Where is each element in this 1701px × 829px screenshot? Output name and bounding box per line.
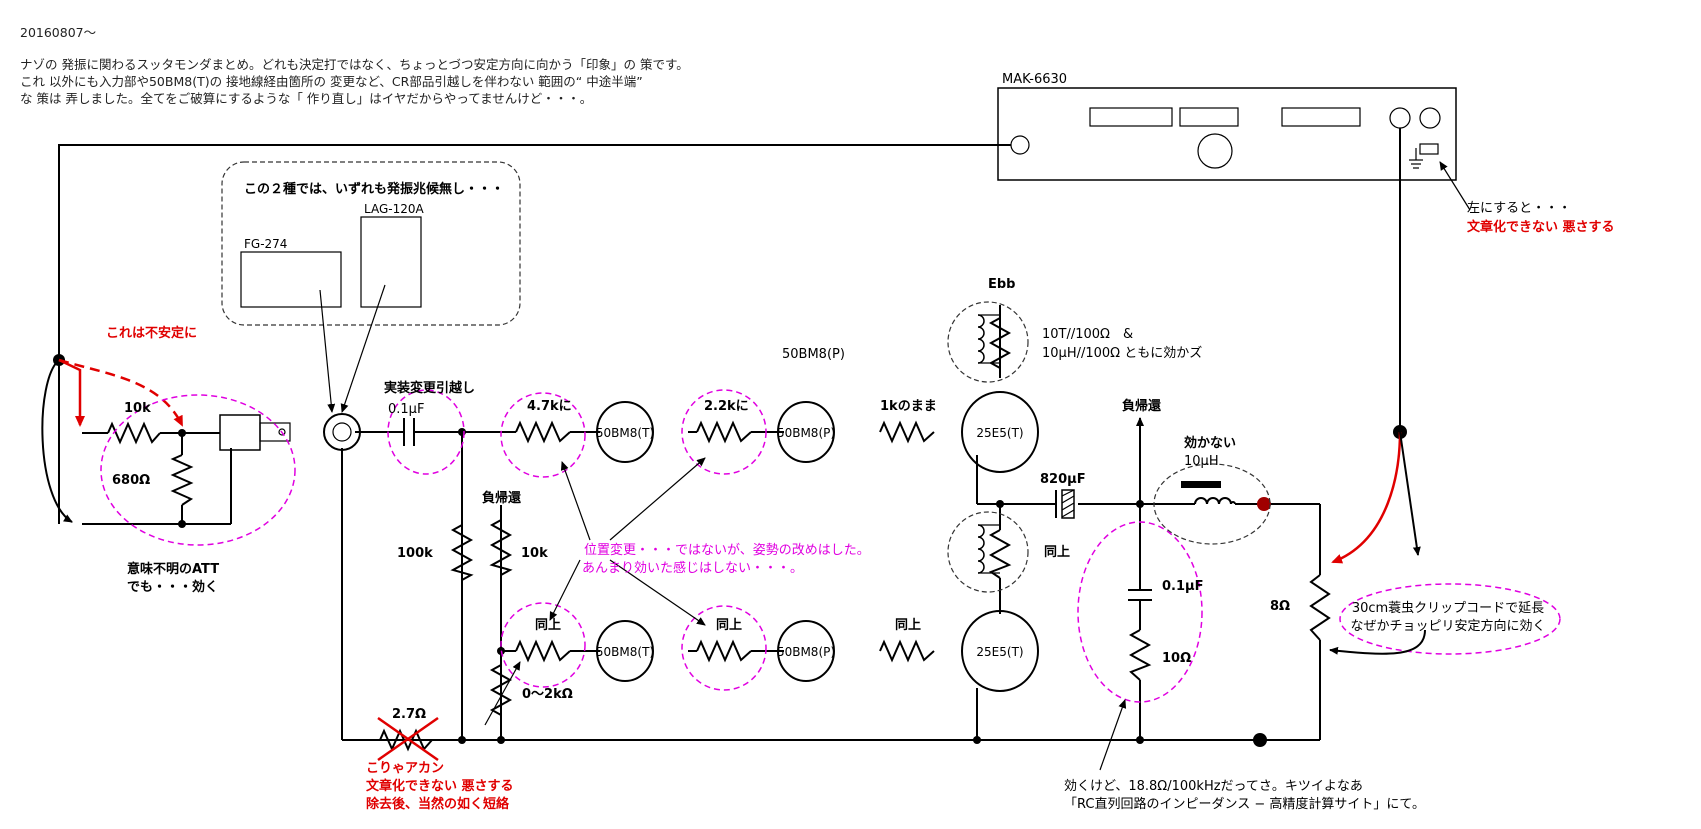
r-grid-label: 100k <box>397 546 433 561</box>
zobel-note-1: 効くけど、18.8Ω/100kHzだってさ。キツイよなあ <box>1064 779 1363 794</box>
position-note-1: 位置変更・・・ではないが、姿勢の改めはした。 <box>584 542 870 558</box>
tube-t1-label: 50BM8(T) <box>596 426 654 440</box>
plug-icon <box>219 414 291 451</box>
att-highlight <box>100 394 296 546</box>
resistors <box>107 317 1331 752</box>
att-note-1: 意味不明のATT <box>127 561 219 577</box>
summary-line-1: ナゾの 発振に関わるスッタモンダまとめ。どれも決定打ではなく、ちょっとづつ安定方… <box>20 57 689 72</box>
tube-p2-label: 50BM8(P) <box>777 645 835 659</box>
top-r1-label: 4.7kに <box>527 399 572 414</box>
capacitors <box>403 418 1152 601</box>
bot-r1-label: 同上 <box>535 618 561 633</box>
move-note: 実装変更引越し <box>384 380 475 396</box>
vr-label: 0〜2kΩ <box>522 687 573 702</box>
bad-note-3: 除去後、当然の如く短絡 <box>366 796 510 812</box>
bad-note-2: 文章化できない 悪さする <box>366 778 514 794</box>
clip-note-1: 30cm蓑虫クリップコードで延長 <box>1352 601 1544 616</box>
zobel-c-label: 0.1μF <box>1162 579 1203 594</box>
bot-r3-label: 同上 <box>895 618 921 633</box>
left-note: 左にすると・・・ <box>1467 201 1571 216</box>
summary-line-2: これ 以外にも入力部や50BM8(T)の 接地線経由箇所の 変更など、CR部品引… <box>20 74 643 89</box>
bad-note-1: こりゃアカン <box>366 761 444 776</box>
same-label: 同上 <box>1044 545 1070 560</box>
input-cap-label: 0.1μF <box>388 402 424 417</box>
generator-note: この２種では、いずれも発振兆候無し・・・ <box>244 181 504 197</box>
ebb-label: Ebb <box>988 277 1016 292</box>
highlight-circles <box>387 389 1561 703</box>
input-jack-icon <box>323 413 361 451</box>
zobel-r-label: 10Ω <box>1162 651 1191 666</box>
choke-note-2: 10μH//100Ω ともに効かズ <box>1042 345 1202 361</box>
tube-out-top-label: 25E5(T) <box>976 426 1023 440</box>
stage-title-p: 50BM8(P) <box>782 347 845 362</box>
output-nfb-label: 負帰還 <box>1122 398 1162 414</box>
input-nfb-label: 負帰還 <box>482 490 522 506</box>
fg-274-label: FG-274 <box>244 237 287 251</box>
fg-274-box <box>240 251 342 308</box>
top-r2-label: 2.2kに <box>704 399 749 414</box>
att-r1-label: 10k <box>124 401 151 416</box>
zobel-note-2: 「RC直列回路のインピーダンス − 高精度計算サイト」にて。 <box>1064 796 1425 812</box>
r-gnd-label: 2.7Ω <box>392 707 426 722</box>
r-nfb-label: 10k <box>521 546 548 561</box>
lag-120a-box <box>360 216 422 308</box>
load-label: 8Ω <box>1270 599 1290 614</box>
att-note-2: でも・・・効く <box>127 579 218 595</box>
tube-p1-label: 50BM8(P) <box>777 426 835 440</box>
clip-note-2: なぜかチョッピリ安定方向に効く <box>1350 618 1545 634</box>
instrument-name: MAK-6630 <box>1002 72 1067 87</box>
att-r2-label: 680Ω <box>112 473 150 488</box>
tube-icons <box>596 391 1039 692</box>
lag-120a-label: LAG-120A <box>364 202 424 216</box>
l-note-1: 効かない <box>1184 435 1236 451</box>
output-cap-label: 820μF <box>1040 472 1086 487</box>
left-bad-note: 文章化できない 悪さする <box>1467 219 1615 235</box>
l-note-2: 10μH <box>1184 454 1219 469</box>
choke-note-1: 10T//100Ω & <box>1042 327 1133 342</box>
att-unstable-label: これは不安定に <box>106 325 197 341</box>
date-label: 20160807〜 <box>20 25 97 40</box>
tube-out-bot-label: 25E5(T) <box>976 645 1023 659</box>
bot-r2-label: 同上 <box>716 618 742 633</box>
tube-t2-label: 50BM8(T) <box>596 645 654 659</box>
top-r3-label: 1kのまま <box>880 399 937 414</box>
position-note-2: あんまり効いた感じはしない・・・。 <box>582 560 803 576</box>
mak-6630-instrument <box>997 87 1457 181</box>
summary-line-3: な 策は 弄しました。全てをご破算にするような「 作り直し」はイヤだからやってま… <box>20 91 593 106</box>
ground-icon <box>1409 143 1439 169</box>
coil-icons <box>977 314 1236 574</box>
